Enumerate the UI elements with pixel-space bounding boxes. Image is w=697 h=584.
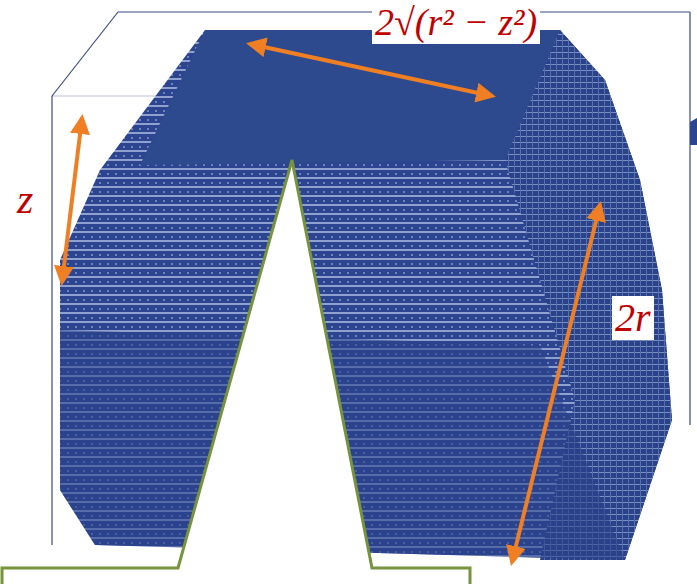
callout-bubble — [2, 160, 470, 584]
dimension-arrow — [62, 118, 82, 282]
dimension-label: 2√(r² − z²) — [372, 2, 540, 44]
top-face — [140, 30, 560, 165]
dimension-arrow — [250, 44, 492, 96]
stepped-block — [60, 30, 672, 560]
dimension-arrow — [512, 205, 600, 562]
dimension-label: 2r — [612, 296, 654, 340]
dimension-label: z — [14, 176, 36, 222]
neighbour-figure — [690, 118, 697, 145]
